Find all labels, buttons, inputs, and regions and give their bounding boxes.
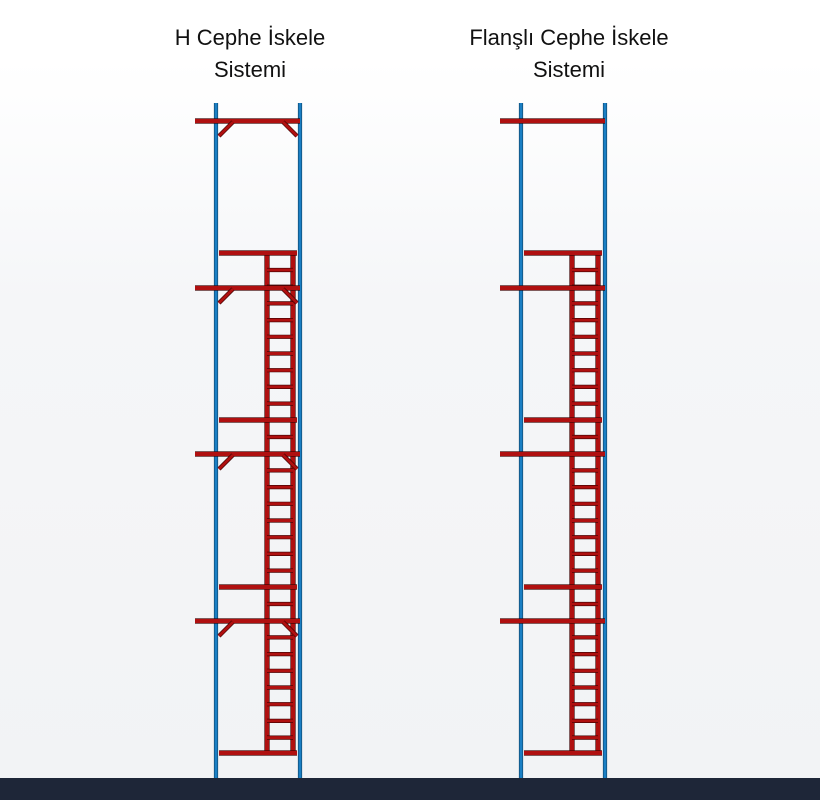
diagonal-brace	[281, 620, 299, 638]
footer-bar	[0, 778, 820, 800]
title-flanged-system: Flanşlı Cephe İskele Sistemi	[449, 22, 689, 86]
title-h-system: H Cephe İskele Sistemi	[130, 22, 370, 86]
diagonal-brace	[217, 120, 235, 138]
title-line: Flanşlı Cephe İskele	[469, 25, 669, 50]
diagonal-brace	[217, 453, 235, 471]
title-line: Sistemi	[532, 57, 606, 82]
diagonal-brace	[281, 453, 299, 471]
diagonal-brace	[281, 287, 299, 305]
diagonal-brace	[217, 620, 235, 638]
diagonal-brace	[217, 287, 235, 305]
title-line: Sistemi	[213, 57, 287, 82]
diagonal-brace	[281, 120, 299, 138]
title-line: H Cephe İskele	[174, 25, 326, 50]
